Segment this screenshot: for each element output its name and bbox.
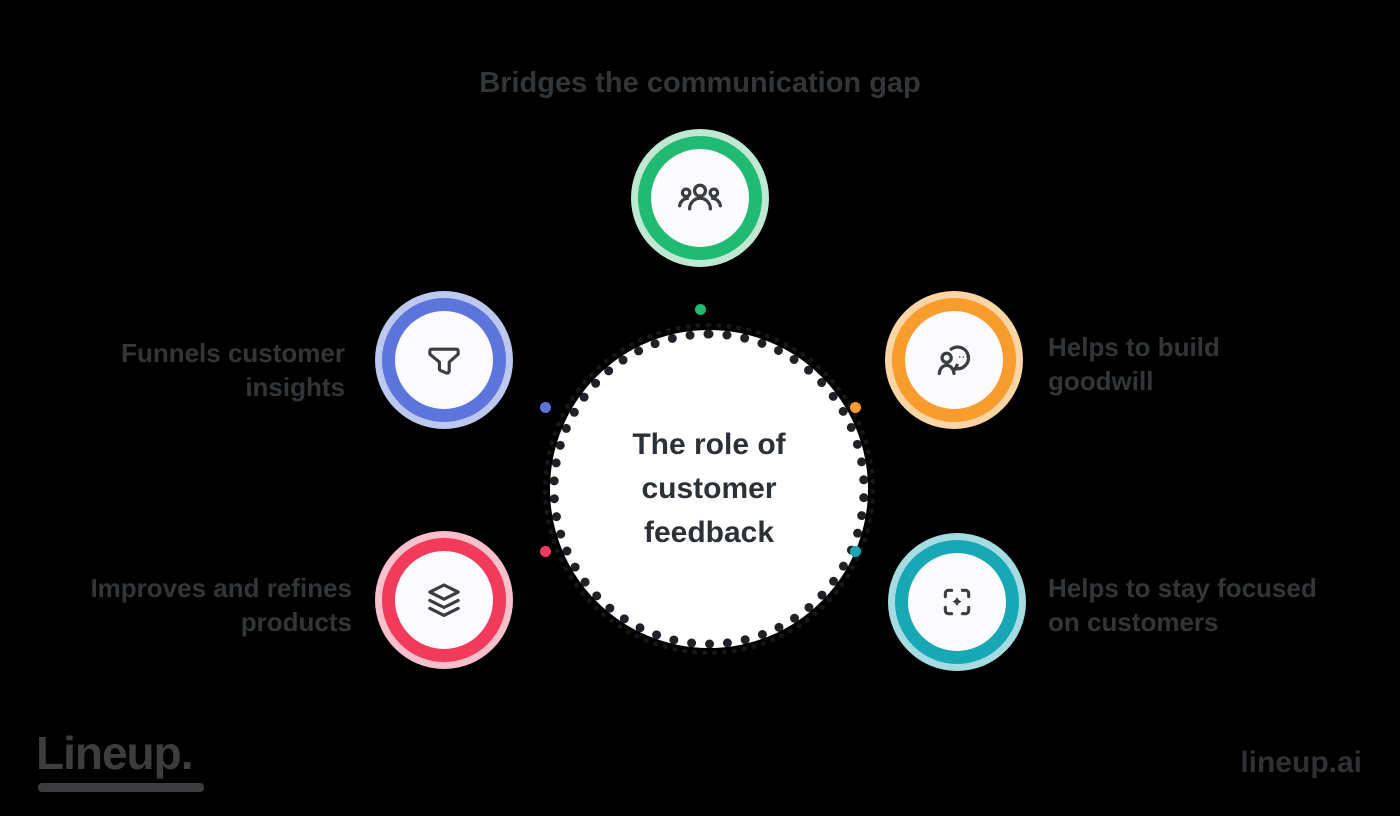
layers-icon xyxy=(419,575,469,625)
connector-dot-community xyxy=(695,304,706,315)
connector-dot-user-voice xyxy=(850,402,861,413)
users-icon xyxy=(674,172,726,224)
label-layers-line1: Improves and refines xyxy=(90,573,352,603)
label-focus-line2: on customers xyxy=(1048,607,1219,637)
label-focus-line1: Helps to stay focused xyxy=(1048,573,1317,603)
center-title-line1: The role of xyxy=(632,428,786,461)
funnel-icon xyxy=(419,335,469,385)
label-layers: Improves and refines products xyxy=(32,571,352,639)
connector-dot-layers xyxy=(540,546,551,557)
node-filter-ring xyxy=(382,298,506,422)
center-title-line3: feedback xyxy=(643,516,775,549)
node-user-voice xyxy=(892,298,1016,422)
node-layers-ring xyxy=(382,538,506,662)
connector-dot-filter xyxy=(540,402,551,413)
label-community: Bridges the communication gap xyxy=(479,67,921,99)
focus-icon xyxy=(932,577,982,627)
label-focus: Helps to stay focused on customers xyxy=(1048,571,1388,639)
connector-dot-focus xyxy=(850,546,861,557)
watermark-url: lineup.ai xyxy=(1240,746,1362,779)
node-focus xyxy=(895,540,1019,664)
user-voice-icon xyxy=(928,334,980,386)
center-title: The role of customer feedback xyxy=(632,423,785,555)
label-user-voice-line1: Helps to build xyxy=(1048,332,1220,362)
center-title-line2: customer xyxy=(641,472,777,505)
node-focus-ring xyxy=(895,540,1019,664)
label-user-voice: Helps to build goodwill xyxy=(1048,330,1368,398)
node-community xyxy=(638,136,762,260)
center-circle: The role of customer feedback xyxy=(543,323,875,655)
label-filter: Funnels customer insights xyxy=(45,336,345,404)
node-filter xyxy=(382,298,506,422)
label-layers-line2: products xyxy=(240,607,352,637)
node-community-ring xyxy=(638,136,762,260)
brand-wordmark: Lineup. xyxy=(36,727,194,779)
node-user-voice-ring xyxy=(892,298,1016,422)
node-layers xyxy=(382,538,506,662)
label-user-voice-line2: goodwill xyxy=(1048,366,1154,396)
label-filter-line2: insights xyxy=(245,372,345,402)
label-filter-line1: Funnels customer xyxy=(121,338,345,368)
brand-underline xyxy=(38,783,204,792)
